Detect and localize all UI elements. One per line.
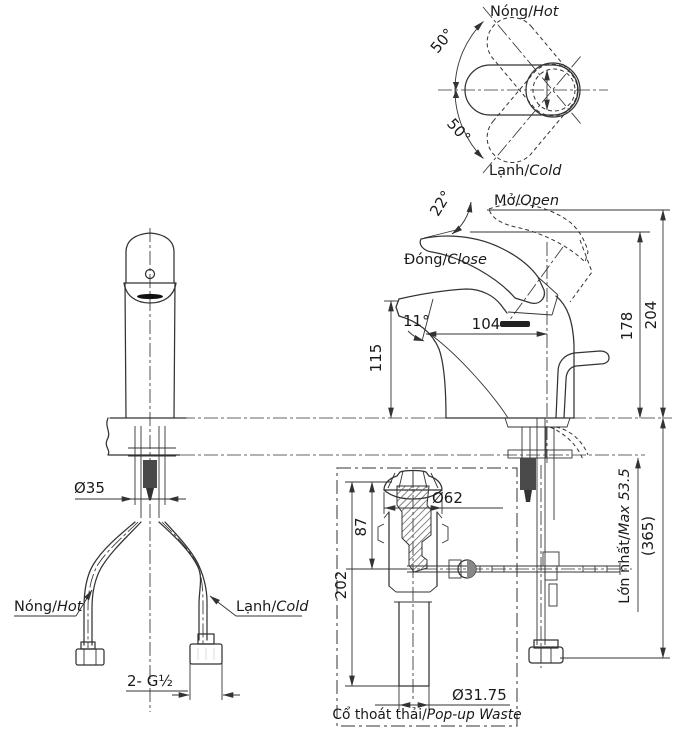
counter-lines <box>105 417 672 456</box>
front-hot-label: Nóng/Hot <box>14 599 84 615</box>
popup-waste-detail: 87 202 Ø62 Ø31.75 Cổ thoát thải/Pop-up W… <box>332 467 632 727</box>
dim-height-open: 204 <box>642 301 660 330</box>
dim-spout-height: 115 <box>367 344 385 373</box>
dim-height-closed: 178 <box>618 312 636 341</box>
top-angle-upper: 50° <box>427 25 458 57</box>
dim-body-diameter: Ø35 <box>74 479 105 497</box>
side-close-label: Đóng/Close <box>404 252 487 268</box>
dim-plug-depth: 87 <box>352 517 370 536</box>
side-open-label: Mở/Open <box>494 193 559 209</box>
front-cold-label: Lạnh/Cold <box>236 599 309 615</box>
side-spout-angle: 11° <box>403 312 430 330</box>
side-handle-angle: 22° <box>426 187 455 219</box>
top-view-rotation-diagram: 50° 50° Nóng/Hot Lạnh/Cold <box>427 4 608 179</box>
dim-thread-spec: 2- G½ <box>127 672 173 690</box>
dim-spout-reach: 104 <box>472 315 501 333</box>
dim-overall-length: 202 <box>332 571 350 600</box>
top-cold-label: Lạnh/Cold <box>489 163 562 179</box>
dim-max-deck: Lớn nhất/Max 53.5 <box>617 468 633 603</box>
side-view: 22° Mở/Open Đóng/Close 11° 104 115 178 2… <box>367 187 670 668</box>
dim-overall-height: (365) <box>639 516 657 556</box>
dim-flange-diameter: Ø62 <box>432 489 463 507</box>
dim-pipe-diameter: Ø31.75 <box>452 686 507 704</box>
front-view: Ø35 Nóng/Hot Lạnh/Cold 2 <box>14 228 309 712</box>
top-hot-label: Nóng/Hot <box>490 4 560 20</box>
popup-waste-caption: Cổ thoát thải/Pop-up Waste <box>332 706 521 723</box>
